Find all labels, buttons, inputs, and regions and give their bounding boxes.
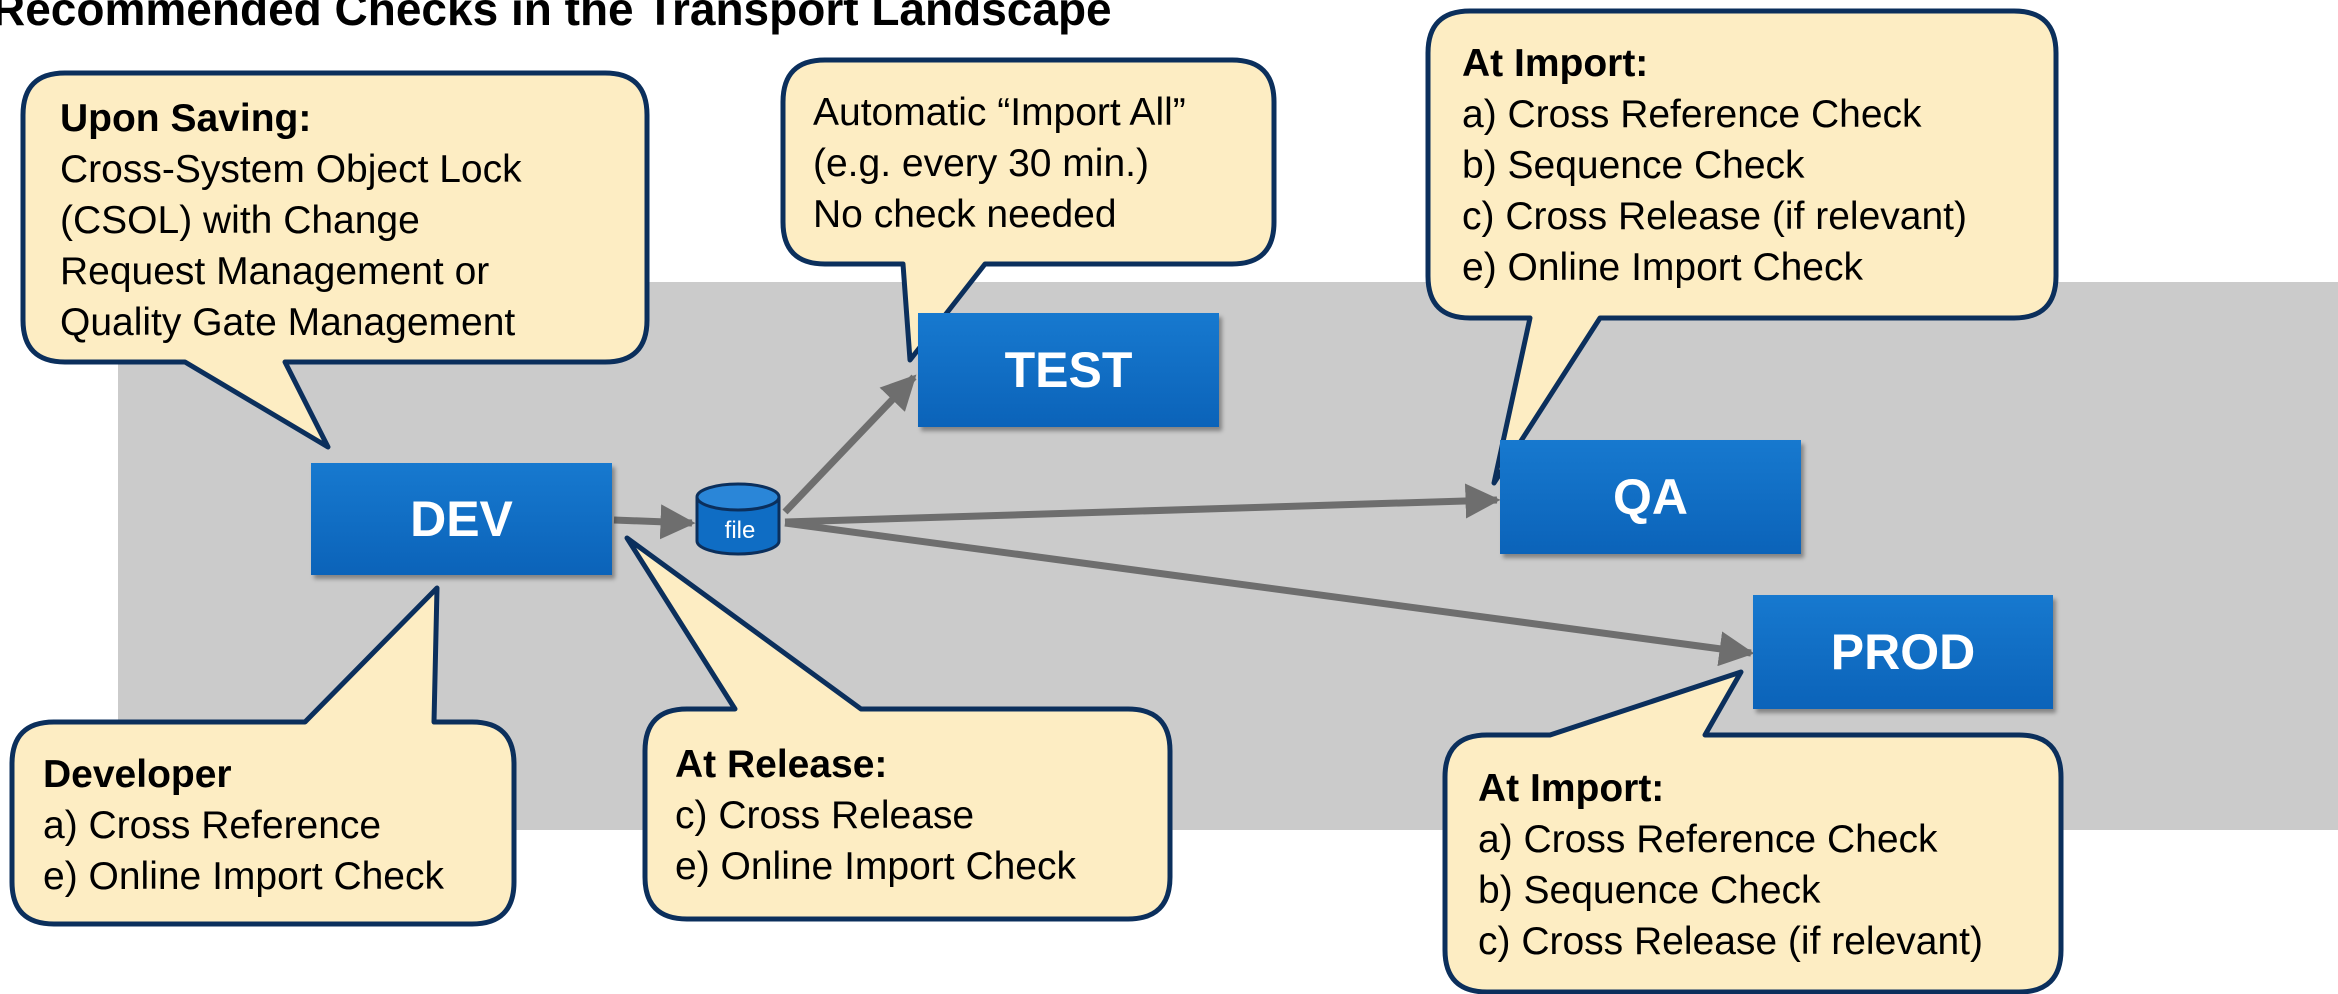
- system-test-label: TEST: [1004, 342, 1133, 398]
- callout-line: a) Cross Reference: [43, 804, 382, 847]
- callout-qa-import: [1425, 8, 2059, 486]
- file-cylinder-icon: [695, 482, 781, 556]
- system-qa-box: QA: [1500, 440, 1801, 554]
- callout-line: e) Online Import Check: [1462, 246, 1863, 289]
- callout-line: e) Online Import Check: [43, 855, 444, 898]
- callout-prod-import: [1442, 669, 2064, 994]
- callout-line: No check needed: [813, 193, 1117, 236]
- callout-line: c) Cross Release (if relevant): [1478, 920, 1983, 963]
- callout-prod-import-text: At Import: a) Cross Reference Check b) S…: [1478, 763, 1983, 967]
- callout-heading: At Import:: [1462, 42, 1649, 85]
- callout-heading: At Import:: [1478, 767, 1665, 810]
- callout-at-release: [624, 535, 1173, 922]
- callout-line: Request Management or: [60, 250, 490, 293]
- callout-line: c) Cross Release: [675, 794, 975, 837]
- file-label: file: [724, 517, 756, 544]
- system-dev-box: DEV: [311, 463, 612, 575]
- callout-line: (CSOL) with Change: [60, 199, 420, 242]
- arrow-file-to-test: [782, 374, 917, 515]
- callout-line: Cross-System Object Lock: [60, 148, 522, 191]
- system-dev-label: DEV: [410, 491, 513, 547]
- system-test-box: TEST: [918, 313, 1219, 427]
- system-prod-label: PROD: [1830, 624, 1976, 680]
- callout-line: a) Cross Reference Check: [1478, 818, 1938, 861]
- callout-line: a) Cross Reference Check: [1462, 93, 1922, 136]
- callout-upon-saving: [20, 70, 650, 450]
- callout-line: Automatic “Import All”: [813, 91, 1186, 134]
- callout-heading: Developer: [43, 753, 232, 796]
- page-title: Recommended Checks in the Transport Land…: [0, 0, 1112, 35]
- system-qa-label: QA: [1613, 469, 1688, 525]
- callout-line: (e.g. every 30 min.): [813, 142, 1149, 185]
- callout-qa-import-text: At Import: a) Cross Reference Check b) S…: [1462, 38, 1967, 293]
- system-prod-box: PROD: [1753, 595, 2053, 709]
- callout-at-release-text: At Release: c) Cross Release e) Online I…: [675, 739, 1076, 892]
- arrow-file-to-qa: [784, 483, 1501, 526]
- callout-upon-saving-text: Upon Saving: Cross-System Object Lock (C…: [60, 93, 522, 348]
- callout-developer-text: Developer a) Cross Reference e) Online I…: [43, 749, 444, 902]
- callout-line: Quality Gate Management: [60, 301, 516, 344]
- callout-test-import: [780, 57, 1277, 363]
- arrow-file-to-prod: [784, 519, 1755, 667]
- callout-line: e) Online Import Check: [675, 845, 1076, 888]
- callout-heading: Upon Saving:: [60, 97, 312, 140]
- arrow-dev-to-file: [613, 504, 696, 540]
- callout-line: b) Sequence Check: [1462, 144, 1805, 187]
- callout-line: c) Cross Release (if relevant): [1462, 195, 1967, 238]
- callout-developer: [9, 585, 517, 927]
- callout-heading: At Release:: [675, 743, 888, 786]
- callout-test-import-text: Automatic “Import All” (e.g. every 30 mi…: [813, 87, 1186, 240]
- callout-line: b) Sequence Check: [1478, 869, 1821, 912]
